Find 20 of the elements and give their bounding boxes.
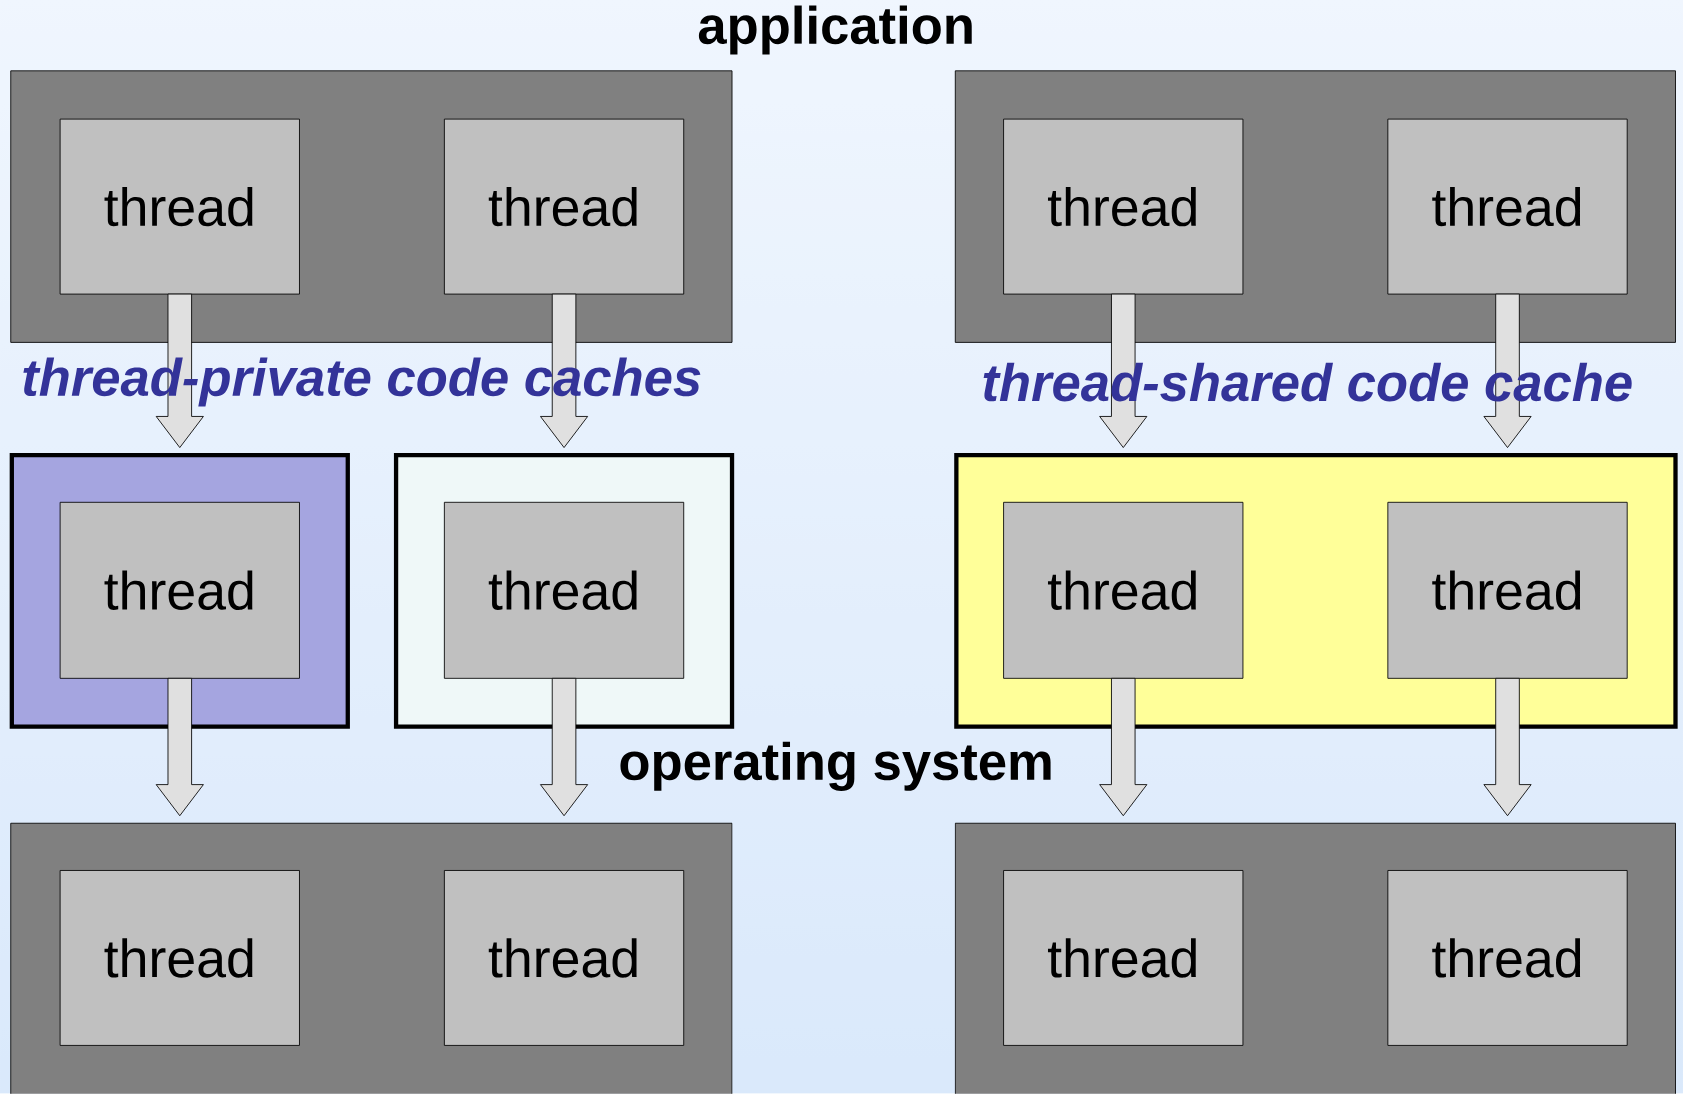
- block-arrow: [1099, 678, 1148, 817]
- heading: operating system: [620, 741, 1051, 792]
- thread-box: thread: [443, 118, 685, 295]
- thread-box: thread: [1387, 870, 1628, 1046]
- thread-box: thread: [443, 502, 685, 679]
- block-arrow: [540, 678, 589, 817]
- block-arrow: [1483, 678, 1532, 817]
- block-arrow: [1099, 293, 1148, 449]
- thread-box: thread: [59, 502, 300, 679]
- thread-box: thread: [1003, 870, 1244, 1046]
- thread-box: thread: [1387, 502, 1628, 679]
- thread-box: thread: [59, 870, 300, 1046]
- thread-box: thread: [1387, 118, 1628, 295]
- thread-box: thread: [1003, 118, 1244, 295]
- block-arrow: [155, 678, 204, 817]
- block-arrow: [1483, 293, 1532, 449]
- thread-box: thread: [1003, 502, 1244, 679]
- thread-box: thread: [59, 118, 300, 295]
- thread-box: thread: [443, 870, 685, 1046]
- heading: application: [698, 5, 972, 55]
